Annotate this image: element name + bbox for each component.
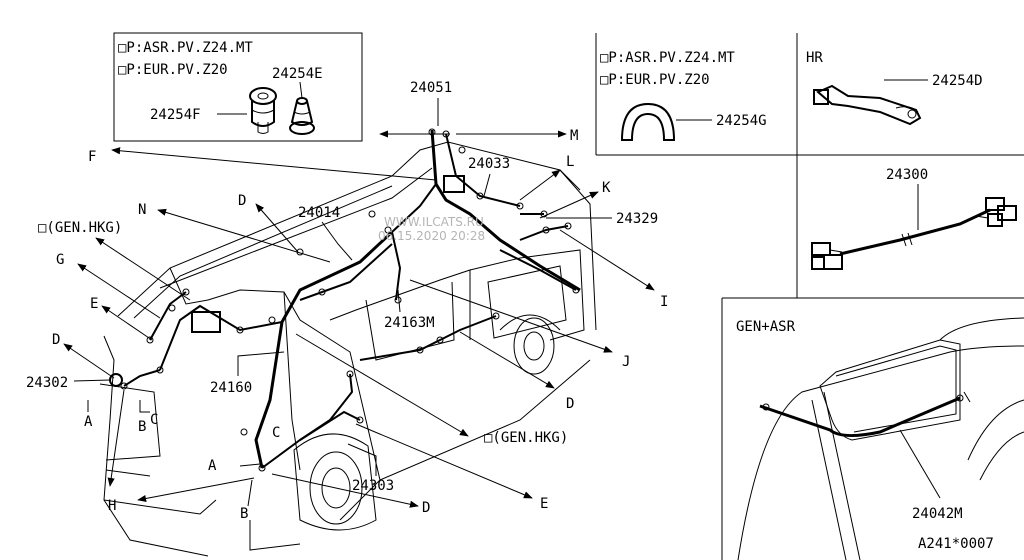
letter-d-bottom: D	[422, 500, 430, 516]
letter-e-bottom: E	[540, 496, 548, 512]
letter-c-side: C	[272, 425, 280, 441]
part-label-24033: 24033	[468, 156, 510, 172]
letter-n: N	[138, 202, 146, 218]
letter-a-side: A	[208, 458, 217, 474]
callout-gen-hkg-1: □(GEN.HKG)	[38, 220, 122, 236]
letter-b-side: B	[240, 506, 248, 522]
part-label-24160: 24160	[210, 380, 252, 396]
harness-24254d-icon	[813, 84, 922, 126]
grommet-24254e-icon	[289, 97, 315, 135]
part-label-24300: 24300	[886, 167, 928, 183]
inset-tl-option-1: □P:ASR.PV.Z24.MT	[118, 40, 253, 56]
inset-tr-option-2: □P:EUR.PV.Z20	[600, 72, 710, 88]
part-label-24254e: 24254E	[272, 66, 323, 82]
letter-c-front: C	[150, 412, 158, 428]
part-label-24254f: 24254F	[150, 107, 201, 123]
main-harness	[109, 128, 581, 472]
inset-top-left: □P:ASR.PV.Z24.MT □P:EUR.PV.Z20 24254E 24…	[113, 32, 363, 142]
letter-k: K	[602, 180, 611, 196]
part-label-24329: 24329	[616, 211, 658, 227]
part-label-24051: 24051	[410, 80, 452, 96]
callout-gen-hkg-2: □(GEN.HKG)	[484, 430, 568, 446]
letter-b-front: B	[138, 419, 146, 435]
inset-gen-asr: GEN+ASR 24042M A241*0007	[721, 297, 1024, 560]
letter-i: I	[660, 294, 668, 310]
harness-24300-icon	[811, 197, 1017, 270]
part-label-24042m: 24042M	[912, 506, 963, 522]
part-label-24254d: 24254D	[932, 73, 983, 89]
part-label-24254g: 24254G	[716, 113, 767, 129]
part-label-24303: 24303	[352, 478, 394, 494]
clip-24254g-icon	[620, 102, 676, 141]
letter-m: M	[570, 128, 578, 144]
letter-g: G	[56, 252, 64, 268]
part-label-24014: 24014	[298, 205, 340, 221]
hr-label: HR	[806, 50, 823, 66]
inset-tl-option-2: □P:EUR.PV.Z20	[118, 62, 228, 78]
letter-e-left: E	[90, 296, 98, 312]
letter-d-right: D	[566, 396, 574, 412]
watermark-line-2: 06.15.2020 20:28	[378, 229, 485, 243]
letter-d-top: D	[238, 193, 246, 209]
letter-a-front: A	[84, 414, 93, 430]
grommet-24254f-icon	[249, 87, 277, 134]
letter-d-left: D	[52, 332, 60, 348]
watermark-line-1: WWW.ILCATS.RU	[384, 215, 484, 229]
letter-j: J	[622, 354, 630, 370]
inset-tr-option-1: □P:ASR.PV.Z24.MT	[600, 50, 735, 66]
letter-f: F	[88, 149, 96, 165]
letter-h: H	[108, 498, 116, 514]
inset-top-right: □P:ASR.PV.Z24.MT □P:EUR.PV.Z20 24254G HR…	[595, 33, 1024, 298]
part-label-24302: 24302	[26, 375, 68, 391]
arrow-letter-labels: F M L K I J D N □(GEN.HKG) G E D A B C H…	[38, 128, 668, 522]
gen-asr-title: GEN+ASR	[736, 319, 796, 335]
diagram-code: A241*0007	[918, 536, 994, 552]
part-label-24163m: 24163M	[384, 315, 435, 331]
letter-l: L	[566, 154, 574, 170]
part-callouts: 24051 24033 24329 24014 24163M 24160 243…	[26, 80, 658, 494]
direction-arrows	[63, 130, 655, 508]
